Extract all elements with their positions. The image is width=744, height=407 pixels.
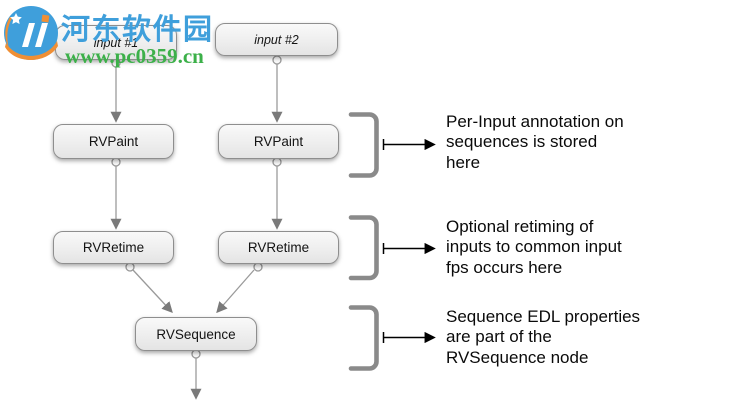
- hedong-logo-icon: [4, 6, 58, 60]
- node-rvsequence: RVSequence: [135, 317, 257, 351]
- node-label: input #2: [254, 32, 299, 47]
- port-retime2: [253, 262, 263, 272]
- node-label: RVRetime: [82, 240, 145, 255]
- brackets: [348, 112, 379, 371]
- node-rvretime-2: RVRetime: [218, 231, 339, 264]
- bracket-retime-row: [348, 215, 379, 281]
- node-label: input #1: [93, 35, 139, 50]
- watermark-site-url: www.pc0359.cn: [65, 44, 204, 68]
- annotation-edl: Sequence EDL properties are part of the …: [446, 307, 641, 367]
- node-label: RVSequence: [156, 326, 236, 342]
- node-input-2: input #2: [215, 23, 338, 56]
- edge-retime2-sequence: [216, 269, 255, 314]
- annotation-retiming: Optional retiming of inputs to common in…: [446, 217, 622, 277]
- port-retime1: [125, 262, 135, 272]
- node-label: RVRetime: [247, 240, 310, 255]
- output-ports: [111, 55, 282, 359]
- watermark-site-name: 河东软件园: [61, 14, 214, 46]
- node-input-1: input #1: [55, 25, 177, 60]
- bracket-paint-row: [348, 112, 379, 178]
- port-sequence: [191, 349, 201, 359]
- node-label: RVPaint: [253, 134, 304, 149]
- port-input2: [272, 55, 282, 65]
- node-rvpaint-2: RVPaint: [218, 124, 339, 159]
- annotation-per-input: Per-Input annotation on sequences is sto…: [446, 112, 624, 172]
- bracket-sequence-row: [348, 305, 379, 371]
- node-rvretime-1: RVRetime: [53, 231, 174, 264]
- node-rvpaint-1: RVPaint: [53, 124, 174, 159]
- port-paint1: [111, 157, 121, 167]
- edge-retime1-sequence: [132, 269, 173, 314]
- node-label: RVPaint: [88, 134, 139, 149]
- port-paint2: [272, 157, 282, 167]
- edges: [110, 64, 283, 400]
- annotation-arrows: [382, 138, 436, 344]
